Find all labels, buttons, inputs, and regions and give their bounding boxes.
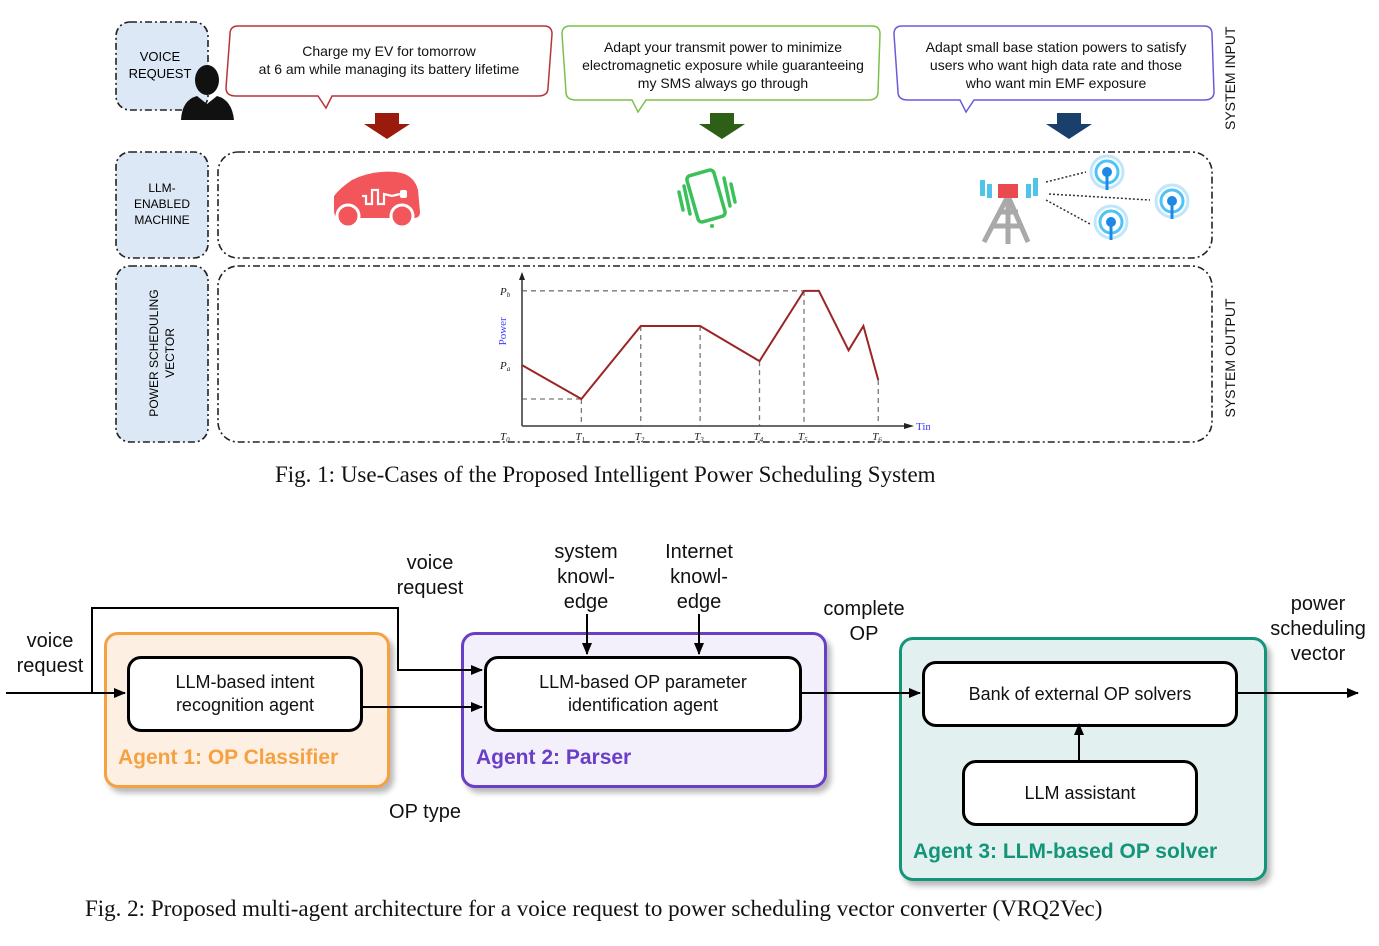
power-vector-label-box xyxy=(115,265,209,443)
inner-line: LLM-based OP parameter xyxy=(539,672,747,692)
wireless-antenna-icon xyxy=(1089,154,1125,190)
phone-home-button xyxy=(710,224,714,228)
y-tick-label: Pa xyxy=(499,360,511,373)
bubble-line: at 6 am while managing its battery lifet… xyxy=(258,61,520,77)
label-line: voice xyxy=(26,630,74,652)
y-axis-arrowhead xyxy=(519,272,525,280)
x-tick-label: T6 xyxy=(872,431,882,444)
down-arrow-phone xyxy=(699,113,745,139)
label-line: VOICE xyxy=(139,49,181,64)
llm-machine-label-box xyxy=(115,151,209,259)
label-line: OP xyxy=(849,623,879,645)
bubble-text-basestation: Adapt small base station powers to satis… xyxy=(896,38,1216,92)
base-station-tower-icon xyxy=(980,178,1038,244)
label-line: request xyxy=(396,577,464,599)
label-line: VECTOR xyxy=(163,328,177,378)
wireless-antenna-icon xyxy=(1154,183,1190,219)
llm-assistant-box: LLM assistant xyxy=(962,760,1198,826)
x-tick-label: T5 xyxy=(798,431,808,444)
power-vector-panel xyxy=(217,265,1213,443)
label-line: edge xyxy=(676,591,722,613)
inner-line: LLM assistant xyxy=(1024,782,1136,803)
x-tick-label: T4 xyxy=(754,431,764,444)
internet-knowledge-label: Internet knowl- edge xyxy=(656,540,742,615)
speech-bubble-basestation xyxy=(893,25,1215,114)
figure-2-connectors xyxy=(6,607,1359,760)
label-line: knowl- xyxy=(557,566,615,588)
figure-2-caption: Fig. 2: Proposed multi-agent architectur… xyxy=(85,896,1103,921)
external-op-solvers-box: Bank of external OP solvers xyxy=(922,661,1238,727)
label-line: request xyxy=(16,655,84,677)
bubble-line: Charge my EV for tomorrow xyxy=(302,43,476,59)
down-arrow-basestation xyxy=(1046,113,1092,139)
speech-bubble-phone xyxy=(561,25,881,114)
label-line: knowl- xyxy=(670,566,728,588)
inner-line: Bank of external OP solvers xyxy=(968,683,1192,704)
label-line: power xyxy=(1290,593,1346,615)
label-line: edge xyxy=(563,591,609,613)
y-axis-label: Power xyxy=(497,317,509,345)
figure-1-caption: Fig. 1: Use-Cases of the Proposed Intell… xyxy=(275,462,936,487)
label-line: POWER SCHEDULING xyxy=(147,289,161,417)
bubble-text-phone: Adapt your transmit power to minimize el… xyxy=(560,38,886,92)
voice-request-bypass-arrow xyxy=(91,607,483,693)
x-tick-label: T2 xyxy=(635,431,645,444)
llm-machine-label: LLM- ENABLED MACHINE xyxy=(116,180,208,228)
label-line: vector xyxy=(1290,643,1346,665)
agent-1-title: Agent 1: OP Classifier xyxy=(118,746,339,769)
x-tick-label: T3 xyxy=(694,431,704,444)
down-arrow-ev xyxy=(364,113,410,139)
x-axis-arrowhead xyxy=(904,423,914,429)
label-line: MACHINE xyxy=(134,213,190,227)
system-output-label: SYSTEM OUTPUT xyxy=(1222,298,1238,418)
agent-2-title: Agent 2: Parser xyxy=(476,746,632,769)
complete-op-label: complete OP xyxy=(814,597,914,647)
speech-bubble-ev xyxy=(225,25,553,110)
label-line: LLM- xyxy=(148,181,176,195)
label-line: Internet xyxy=(665,541,733,563)
bubble-line: Adapt small base station powers to satis… xyxy=(925,39,1187,55)
op-parameter-identification-agent-box: LLM-based OP parameter identification ag… xyxy=(484,656,802,732)
agent-3-title: Agent 3: LLM-based OP solver xyxy=(913,840,1218,863)
inner-line: recognition agent xyxy=(175,695,315,715)
link-lines xyxy=(1045,171,1151,225)
bubble-line: Adapt your transmit power to minimize xyxy=(603,39,843,55)
inner-line: LLM-based intent xyxy=(175,672,315,692)
x-tick-label: T0 xyxy=(500,431,510,444)
power-curve xyxy=(521,289,880,401)
system-knowledge-label: system knowl- edge xyxy=(546,540,626,615)
voice-request-label: VOICE REQUEST xyxy=(116,48,204,82)
label-line: REQUEST xyxy=(128,66,192,81)
llm-machine-panel xyxy=(217,151,1213,259)
label-line: voice xyxy=(406,552,454,574)
label-line: scheduling xyxy=(1270,618,1366,640)
bubble-line: my SMS always go through xyxy=(637,75,809,91)
y-tick-label: Pb xyxy=(499,286,511,299)
x-axis-label: Time xyxy=(916,421,930,433)
bubble-line: users who want high data rate and those xyxy=(929,57,1183,73)
electric-car-icon xyxy=(334,171,420,229)
user-silhouette-icon xyxy=(181,65,234,120)
power-vector-label: POWER SCHEDULING VECTOR xyxy=(146,273,178,433)
bubble-text-ev: Charge my EV for tomorrow at 6 am while … xyxy=(232,42,546,78)
bubble-line: electromagnetic exposure while guarantee… xyxy=(582,57,864,73)
power-scheduling-vector-label: power scheduling vector xyxy=(1262,592,1374,667)
op-type-label: OP type xyxy=(389,801,461,823)
x-tick-label: T1 xyxy=(575,431,585,444)
inner-line: identification agent xyxy=(567,695,719,715)
voice-request-top-label: voice request xyxy=(388,551,472,601)
wireless-antenna-icon xyxy=(1093,204,1129,240)
power-scheduling-chart: T0 T1 T2 T3 T4 T5 T6 Pa PbPowerTime xyxy=(497,272,930,444)
label-line: complete xyxy=(823,598,905,620)
voice-request-left-label: voice request xyxy=(10,629,90,679)
label-line: ENABLED xyxy=(133,197,191,211)
vibrating-phone-icon xyxy=(677,168,737,224)
system-input-label: SYSTEM INPUT xyxy=(1222,26,1238,130)
figure-1-frames xyxy=(115,21,1215,443)
bubble-line: who want min EMF exposure xyxy=(965,75,1147,91)
label-line: system xyxy=(554,541,618,563)
intent-recognition-agent-box: LLM-based intent recognition agent xyxy=(127,656,363,732)
